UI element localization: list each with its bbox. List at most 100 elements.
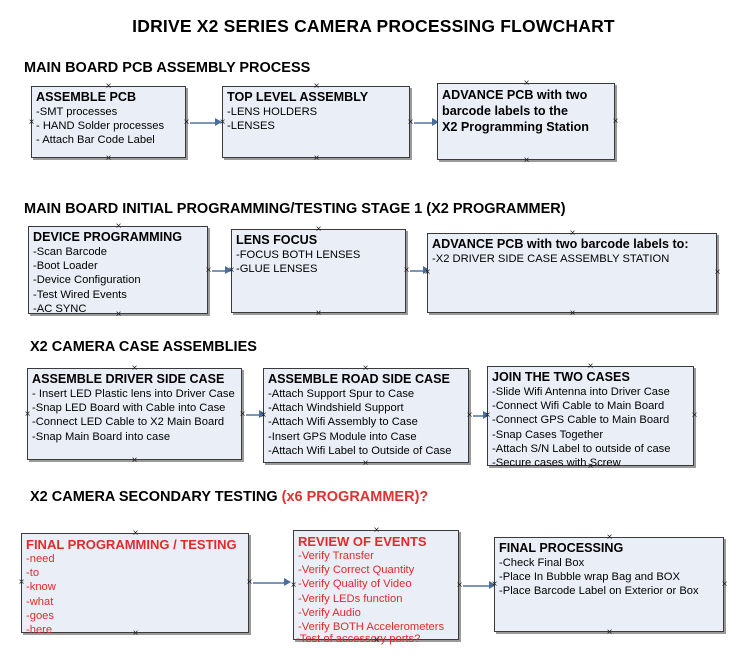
node-line: -SMT processes xyxy=(36,106,118,118)
node-title-line-3: X2 Programming Station xyxy=(442,120,589,134)
connection-handle-top[interactable] xyxy=(372,526,381,535)
node-line: -AC SYNC xyxy=(33,302,87,315)
node-line: -here xyxy=(26,624,53,637)
node-final-programming-testing[interactable]: FINAL PROGRAMMING / TESTING -need -to -k… xyxy=(21,533,249,636)
connection-handle-bottom[interactable] xyxy=(114,310,123,319)
connection-handle-bottom[interactable] xyxy=(312,154,321,163)
node-line: -need xyxy=(26,553,55,565)
node-line: -FOCUS BOTH LENSES xyxy=(236,249,361,261)
node-title: JOIN THE TWO CASES xyxy=(492,370,630,384)
connection-handle-bottom[interactable] xyxy=(605,628,614,637)
node-title: ASSEMBLE ROAD SIDE CASE xyxy=(268,372,450,386)
connection-handle-left[interactable] xyxy=(227,266,236,275)
connector-top-level-to-advance-pcb xyxy=(414,122,436,124)
node-assemble-driver-side-case[interactable]: ASSEMBLE DRIVER SIDE CASE - Insert LED P… xyxy=(27,368,242,460)
node-line: -Attach Support Spur to Case xyxy=(268,388,415,400)
connection-handle-left[interactable] xyxy=(259,411,268,420)
node-title: REVIEW OF EVENTS xyxy=(298,534,427,549)
node-lens-focus[interactable]: LENS FOCUS -FOCUS BOTH LENSES -GLUE LENS… xyxy=(231,229,406,313)
node-join-the-two-cases[interactable]: JOIN THE TWO CASES -Slide Wifi Antenna i… xyxy=(487,366,694,469)
connection-handle-bottom[interactable] xyxy=(314,309,323,318)
node-line: -Verify BOTH Accelerometers xyxy=(298,621,445,634)
node-line: -goes xyxy=(26,609,54,622)
connection-handle-bottom[interactable] xyxy=(131,629,140,638)
node-line: -LENSES xyxy=(227,120,275,133)
connection-handle-top[interactable] xyxy=(522,79,531,88)
connection-handle-top[interactable] xyxy=(314,225,323,234)
node-line: -Snap Cases Together xyxy=(492,428,604,441)
node-title-line-1: ADVANCE PCB with two xyxy=(442,88,588,102)
section-heading-x2-camera-case-assemblies: X2 CAMERA CASE ASSEMBLIES xyxy=(30,339,257,355)
connection-handle-top[interactable] xyxy=(605,533,614,542)
connection-handle-left[interactable] xyxy=(218,118,227,127)
node-line: -Attach Wifi Label to Outside of Case xyxy=(268,444,452,457)
connection-handle-top[interactable] xyxy=(312,82,321,91)
arrowhead-icon xyxy=(284,578,291,586)
node-line: -X2 DRIVER SIDE CASE ASSEMBLY STATION xyxy=(432,253,670,265)
node-line: -Snap LED Board with Cable into Case xyxy=(32,402,226,415)
connection-handle-bottom[interactable] xyxy=(130,456,139,465)
node-line: - Insert LED Plastic lens into Driver Ca… xyxy=(32,388,235,400)
node-line: -LENS HOLDERS xyxy=(227,106,318,118)
node-line: -Attach Windshield Support xyxy=(268,402,404,415)
connection-handle-right[interactable] xyxy=(690,411,699,420)
connection-handle-right[interactable] xyxy=(713,268,722,277)
connection-handle-bottom[interactable] xyxy=(568,309,577,318)
connection-handle-right[interactable] xyxy=(611,117,620,126)
connector-lens-focus-to-advance-pcb-driver xyxy=(410,270,427,272)
connection-handle-top[interactable] xyxy=(130,364,139,373)
connection-handle-top[interactable] xyxy=(131,529,140,538)
connection-handle-left[interactable] xyxy=(483,411,492,420)
connection-handle-top[interactable] xyxy=(361,364,370,373)
node-line: -Verify LEDs function xyxy=(298,592,403,605)
node-assemble-pcb[interactable]: ASSEMBLE PCB -SMT processes - HAND Solde… xyxy=(31,86,186,158)
node-top-level-assembly[interactable]: TOP LEVEL ASSEMBLY -LENS HOLDERS -LENSES xyxy=(222,86,410,158)
node-advance-pcb-programming-station[interactable]: ADVANCE PCB with two barcode labels to t… xyxy=(437,83,615,160)
node-overflow-line-test-accessory-ports: -Test of accessory ports? xyxy=(296,633,421,645)
connection-handle-top[interactable] xyxy=(568,229,577,238)
node-advance-pcb-driver-side-station[interactable]: ADVANCE PCB with two barcode labels to: … xyxy=(427,233,717,313)
node-title: ASSEMBLE PCB xyxy=(36,90,137,104)
node-line: -Place In Bubble wrap Bag and BOX xyxy=(499,571,680,584)
node-assemble-road-side-case[interactable]: ASSEMBLE ROAD SIDE CASE -Attach Support … xyxy=(263,368,469,463)
node-line: -Device Configuration xyxy=(33,274,141,287)
node-line: -Verify Transfer xyxy=(298,550,374,562)
node-line: -to xyxy=(26,567,40,580)
section-heading-main-board-pcb-assembly: MAIN BOARD PCB ASSEMBLY PROCESS xyxy=(24,60,311,76)
connection-handle-left[interactable] xyxy=(23,410,32,419)
node-line: -Verify Quality of Video xyxy=(298,578,412,591)
connection-handle-left[interactable] xyxy=(289,581,298,590)
node-title: ASSEMBLE DRIVER SIDE CASE xyxy=(32,372,225,386)
connection-handle-bottom[interactable] xyxy=(104,154,113,163)
arrowhead-icon xyxy=(432,118,439,126)
node-line: - Attach Bar Code Label xyxy=(36,134,155,147)
connection-handle-bottom[interactable] xyxy=(372,636,381,645)
connector-device-programming-to-lens-focus xyxy=(212,270,229,272)
connection-handle-left[interactable] xyxy=(490,580,499,589)
connection-handle-top[interactable] xyxy=(114,222,123,231)
node-device-programming[interactable]: DEVICE PROGRAMMING -Scan Barcode -Boot L… xyxy=(28,226,208,315)
connection-handle-left[interactable] xyxy=(17,578,26,587)
connection-handle-top[interactable] xyxy=(586,362,595,371)
node-title: TOP LEVEL ASSEMBLY xyxy=(227,90,369,104)
node-line: - HAND Solder processes xyxy=(36,120,165,133)
section-heading-main-board-initial-programming: MAIN BOARD INITIAL PROGRAMMING/TESTING S… xyxy=(24,201,566,217)
section-heading-text: X2 CAMERA SECONDARY TESTING xyxy=(30,489,282,505)
node-review-of-events[interactable]: REVIEW OF EVENTS -Verify Transfer -Verif… xyxy=(293,530,459,640)
node-line: -Connect Wifi Cable to Main Board xyxy=(492,400,665,413)
connection-handle-bottom[interactable] xyxy=(522,156,531,165)
node-line: -Place Barcode Label on Exterior or Box xyxy=(499,585,699,598)
node-final-processing[interactable]: FINAL PROCESSING -Check Final Box -Place… xyxy=(494,537,724,632)
connection-handle-left[interactable] xyxy=(423,268,432,277)
node-title: FINAL PROGRAMMING / TESTING xyxy=(26,537,237,552)
connection-handle-left[interactable] xyxy=(27,118,36,127)
node-title: FINAL PROCESSING xyxy=(499,541,624,555)
node-line: -GLUE LENSES xyxy=(236,263,318,276)
page-title: IDRIVE X2 SERIES CAMERA PROCESSING FLOWC… xyxy=(132,16,615,36)
connection-handle-bottom[interactable] xyxy=(586,462,595,471)
connection-handle-top[interactable] xyxy=(104,82,113,91)
connection-handle-right[interactable] xyxy=(720,580,729,589)
node-line: -Slide Wifi Antenna into Driver Case xyxy=(492,386,670,398)
connection-handle-bottom[interactable] xyxy=(361,459,370,468)
node-line: -Check Final Box xyxy=(499,557,585,569)
